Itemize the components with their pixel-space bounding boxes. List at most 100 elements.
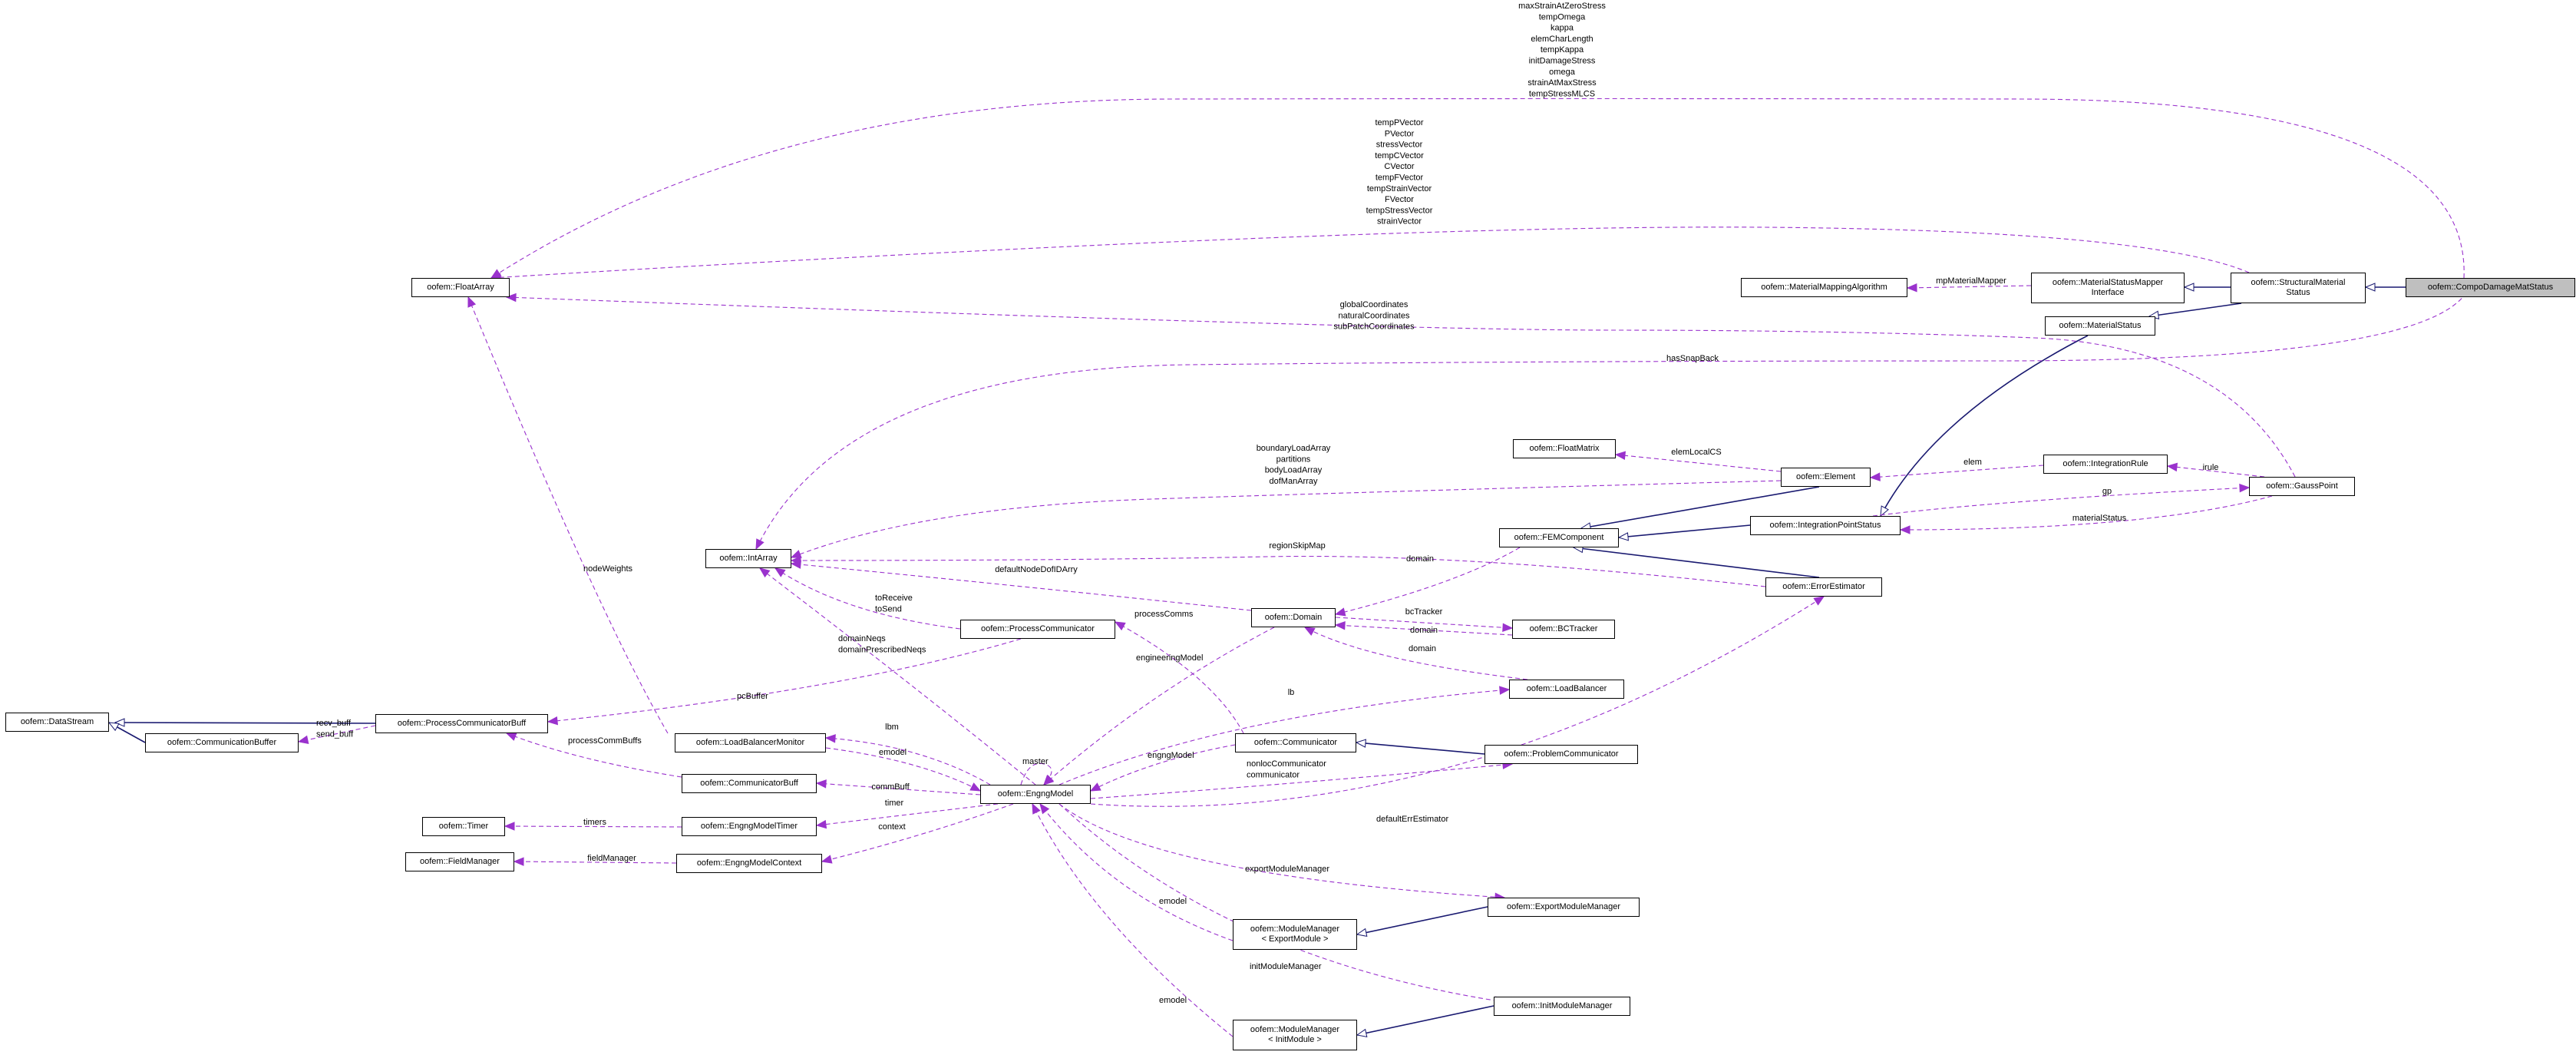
class-node-module-manager-export[interactable]: oofem::ModuleManager< ExportModule >	[1233, 919, 1357, 950]
inheritance-arrowhead	[1356, 1028, 1368, 1038]
class-node-material-mapping-algorithm[interactable]: oofem::MaterialMappingAlgorithm	[1741, 278, 1907, 297]
usage-arrowhead	[1614, 451, 1627, 460]
usage-arrowhead	[1089, 782, 1101, 792]
class-node-label: oofem::BCTracker	[1529, 624, 1598, 633]
class-node-timer[interactable]: oofem::Timer	[422, 817, 505, 836]
class-node-load-balancer-monitor[interactable]: oofem::LoadBalancerMonitor	[675, 733, 826, 752]
class-node-label: oofem::ModuleManager	[1250, 924, 1340, 934]
usage-arrowhead	[758, 567, 771, 578]
class-node-problem-communicator[interactable]: oofem::ProblemCommunicator	[1485, 745, 1638, 764]
class-node-int-array[interactable]: oofem::IntArray	[705, 549, 791, 568]
usage-edge	[825, 747, 981, 792]
class-node-engng-model[interactable]: oofem::EngngModel	[980, 785, 1091, 804]
inheritance-edge	[1880, 335, 2089, 517]
usage-arrowhead	[1043, 774, 1054, 785]
class-node-label: oofem::MaterialMappingAlgorithm	[1761, 283, 1887, 292]
usage-edge	[1304, 627, 1528, 680]
usage-arrowhead	[467, 296, 477, 308]
class-node-communicator[interactable]: oofem::Communicator	[1235, 733, 1356, 752]
class-node-float-array[interactable]: oofem::FloatArray	[411, 278, 510, 297]
class-node-label: oofem::FieldManager	[420, 857, 500, 866]
class-node-engng-model-context[interactable]: oofem::EngngModelContext	[676, 854, 822, 873]
class-node-data-stream[interactable]: oofem::DataStream	[5, 713, 109, 732]
inheritance-arrowhead	[107, 722, 120, 732]
usage-edge	[1058, 803, 1505, 1003]
usage-edge	[1900, 495, 2273, 531]
class-node-export-module-manager[interactable]: oofem::ExportModuleManager	[1488, 898, 1640, 917]
usage-edge	[1039, 803, 1234, 941]
edge-label-exportModuleManager: exportModuleManager	[1245, 865, 1329, 874]
class-node-label: oofem::Domain	[1264, 613, 1323, 622]
class-node-label: Interface	[2091, 288, 2125, 297]
edge-label-compo-intarray: hasSnapBack	[1666, 354, 1719, 363]
class-node-float-matrix[interactable]: oofem::FloatMatrix	[1513, 439, 1616, 458]
usage-edge	[1090, 763, 1513, 799]
class-node-label: oofem::InitModuleManager	[1511, 1001, 1613, 1010]
class-node-material-status[interactable]: oofem::MaterialStatus	[2045, 316, 2155, 336]
class-node-element[interactable]: oofem::Element	[1781, 468, 1871, 487]
class-node-domain[interactable]: oofem::Domain	[1251, 608, 1336, 627]
class-node-field-manager[interactable]: oofem::FieldManager	[405, 852, 514, 871]
class-node-error-estimator[interactable]: oofem::ErrorEstimator	[1765, 577, 1882, 597]
edge-label-timer: timer	[885, 799, 904, 808]
usage-arrowhead	[1114, 621, 1126, 631]
class-node-bctracker[interactable]: oofem::BCTracker	[1512, 620, 1615, 639]
class-node-label: oofem::FEMComponent	[1514, 533, 1604, 542]
usage-arrowhead	[1039, 802, 1050, 815]
class-node-engng-model-timer[interactable]: oofem::EngngModelTimer	[682, 817, 817, 836]
class-node-communication-buffer[interactable]: oofem::CommunicationBuffer	[145, 733, 299, 752]
usage-arrowhead	[513, 857, 524, 866]
edge-label-elem: elem	[1963, 458, 1982, 467]
edge-label-emodel-export: emodel	[1159, 897, 1187, 906]
class-node-compo-damage-mat-status[interactable]: oofem::CompoDamageMatStatus	[2406, 278, 2575, 297]
edge-label-lbm: lbm	[885, 723, 899, 732]
usage-edge	[1090, 596, 1825, 807]
class-node-module-manager-init[interactable]: oofem::ModuleManager< InitModule >	[1233, 1020, 1357, 1050]
class-node-label: oofem::EngngModelTimer	[700, 822, 798, 831]
class-node-label: oofem::CommunicationBuffer	[167, 738, 277, 747]
usage-edge	[1907, 285, 2032, 289]
class-node-label: oofem::EngngModel	[997, 789, 1074, 799]
usage-arrowhead	[1906, 283, 1917, 293]
usage-arrowhead	[505, 733, 517, 741]
class-node-process-communicator[interactable]: oofem::ProcessCommunicator	[960, 620, 1115, 639]
class-node-communicator-buff[interactable]: oofem::CommunicatorBuff	[682, 774, 817, 793]
edge-label-irule: irule	[2203, 463, 2219, 472]
usage-arrowhead	[2239, 483, 2251, 493]
usage-edge	[1335, 624, 1513, 636]
edge-label-engngModel-comm: engngModel	[1148, 751, 1194, 760]
usage-arrowhead	[1334, 607, 1346, 617]
class-node-label: oofem::MaterialStatusMapper	[2052, 278, 2164, 287]
edge-label-emodel-lbm: emodel	[879, 748, 907, 757]
class-node-load-balancer[interactable]: oofem::LoadBalancer	[1509, 680, 1624, 699]
edge-label-engineeringModel: engineeringModel	[1136, 653, 1203, 663]
class-node-label: oofem::ErrorEstimator	[1782, 582, 1865, 591]
class-node-integration-rule[interactable]: oofem::IntegrationRule	[2043, 455, 2168, 474]
class-node-femcomponent[interactable]: oofem::FEMComponent	[1499, 528, 1619, 547]
class-node-gauss-point[interactable]: oofem::GaussPoint	[2249, 477, 2355, 496]
class-node-label: oofem::FloatMatrix	[1529, 444, 1600, 453]
class-node-process-communicator-buff[interactable]: oofem::ProcessCommunicatorBuff	[375, 714, 548, 733]
usage-edge	[1615, 454, 1782, 472]
class-node-label: oofem::GaussPoint	[2266, 481, 2338, 491]
usage-edge	[1090, 744, 1236, 792]
class-node-init-module-manager[interactable]: oofem::InitModuleManager	[1494, 997, 1630, 1016]
usage-arrowhead	[790, 560, 801, 569]
inheritance-edge	[1356, 906, 1488, 935]
edge-label-processComms: processComms	[1134, 610, 1194, 619]
edge-label-timers: timers	[583, 818, 606, 827]
inheritance-edge	[1573, 547, 1820, 578]
class-node-label: oofem::CommunicatorBuff	[700, 779, 798, 788]
class-node-integration-point-status[interactable]: oofem::IntegrationPointStatus	[1750, 516, 1901, 535]
usage-edge	[755, 277, 2472, 550]
inheritance-arrowhead	[2364, 283, 2376, 292]
edge-label-materialStatus: materialStatus	[2072, 514, 2127, 523]
